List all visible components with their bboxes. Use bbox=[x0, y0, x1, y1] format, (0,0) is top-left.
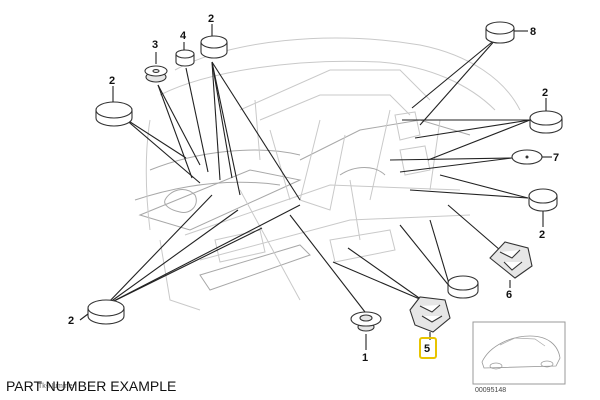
callout-8: 8 bbox=[530, 26, 536, 38]
part-item-2-plug-left[interactable] bbox=[95, 101, 133, 127]
part-item-7-plug[interactable] bbox=[511, 149, 543, 165]
footer-label: PART NUMBER EXAMPLE bbox=[6, 378, 177, 394]
part-item-6-clip[interactable] bbox=[489, 241, 533, 279]
callout-stubs bbox=[79, 24, 552, 350]
part-item-2-plug-bottom-left[interactable] bbox=[87, 299, 125, 325]
callout-labels: 8 3 4 2 2 2 7 2 6 2 1 5 bbox=[68, 13, 559, 364]
part-item-8-plug[interactable] bbox=[485, 21, 515, 44]
leader-lines bbox=[105, 37, 531, 313]
part-item-1-plug[interactable] bbox=[350, 311, 382, 332]
part-item-5-clip[interactable] bbox=[409, 296, 451, 333]
callout-2-right-top: 2 bbox=[542, 87, 548, 99]
thumbnail-inset bbox=[472, 321, 566, 385]
car-body-outline bbox=[134, 37, 521, 311]
footer-sub-label: Tk-Nummer bbox=[38, 383, 75, 390]
callout-5: 5 bbox=[424, 343, 430, 355]
document-number: 00095148 bbox=[475, 387, 507, 394]
callout-5-highlight-box bbox=[419, 337, 437, 359]
callout-2-top: 2 bbox=[208, 13, 214, 25]
callout-2-bottom-left: 2 bbox=[68, 315, 74, 327]
callout-2-left: 2 bbox=[109, 75, 115, 87]
part-item-2-plug-top[interactable] bbox=[200, 35, 228, 59]
callout-4: 4 bbox=[180, 30, 187, 42]
callout-2-right-mid: 2 bbox=[539, 229, 545, 241]
callout-6: 6 bbox=[506, 289, 512, 301]
callout-1: 1 bbox=[362, 352, 368, 364]
part-item-4-plug[interactable] bbox=[175, 49, 195, 67]
part-item-2-plug-right-mid[interactable] bbox=[528, 188, 558, 212]
callout-3: 3 bbox=[152, 39, 158, 51]
part-item-3-plug[interactable] bbox=[144, 65, 168, 83]
part-item-2-plug-bottom-right[interactable] bbox=[447, 275, 479, 299]
part-item-2-plug-right-top[interactable] bbox=[529, 110, 563, 134]
callout-7: 7 bbox=[553, 152, 559, 164]
